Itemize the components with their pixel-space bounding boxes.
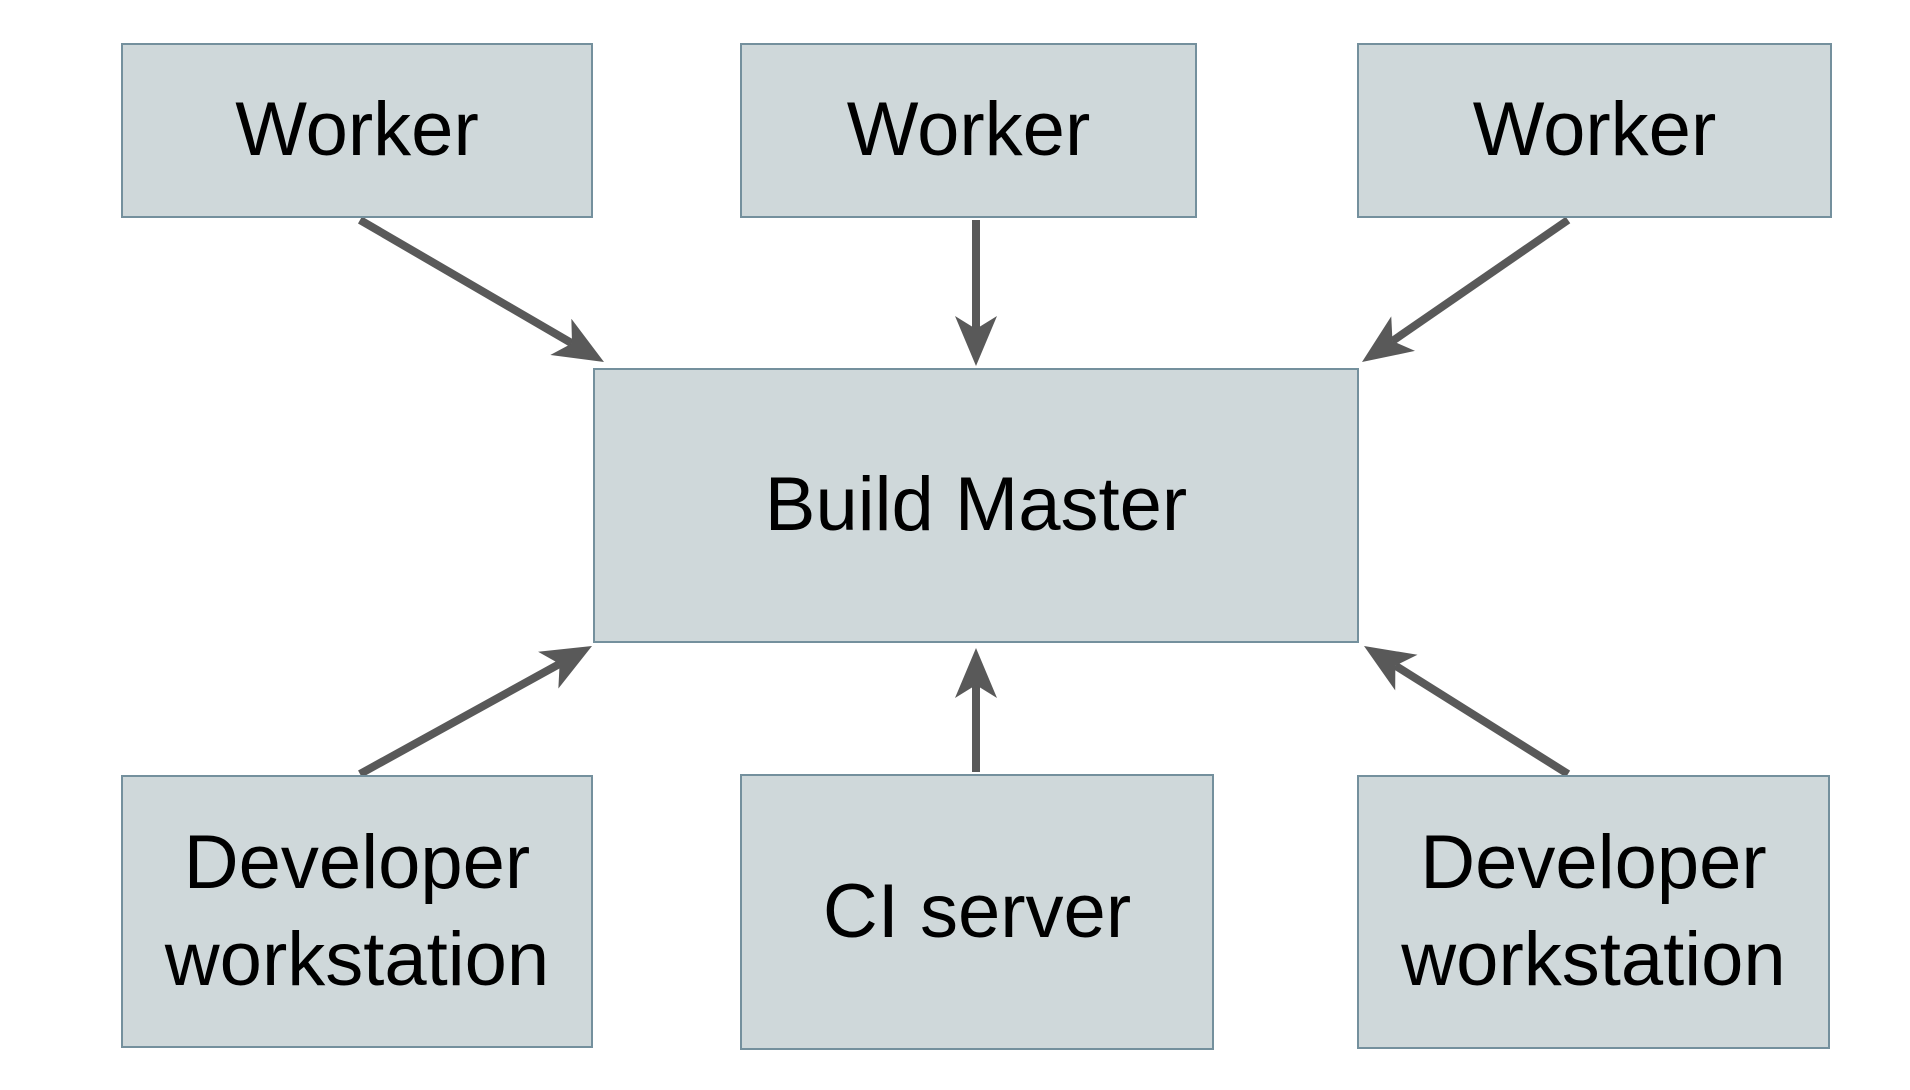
node-ci-server: CI server [740,774,1214,1050]
node-build-master: Build Master [593,368,1359,643]
node-label-worker-3: Worker [1472,87,1717,173]
node-developer-workstation-right: Developer workstation [1357,775,1830,1049]
node-label-build-master: Build Master [764,462,1188,548]
arrow-developer-workstation-left-to-build-master [358,645,593,778]
node-worker-2: Worker [740,43,1197,218]
node-developer-workstation-left: Developer workstation [121,775,593,1048]
node-worker-1: Worker [121,43,593,218]
node-label-ci-server: CI server [822,868,1132,954]
node-label-worker-2: Worker [846,87,1091,173]
arrow-developer-workstation-right-to-build-master [1363,645,1571,778]
node-label-worker-1: Worker [235,87,479,173]
node-label-developer-workstation-left: Developer workstation [164,819,550,1002]
arrow-worker-3-to-build-master [1361,216,1571,362]
node-worker-3: Worker [1357,43,1832,218]
node-label-developer-workstation-right: Developer workstation [1401,820,1786,1002]
arrow-worker-1-to-build-master [357,216,604,362]
